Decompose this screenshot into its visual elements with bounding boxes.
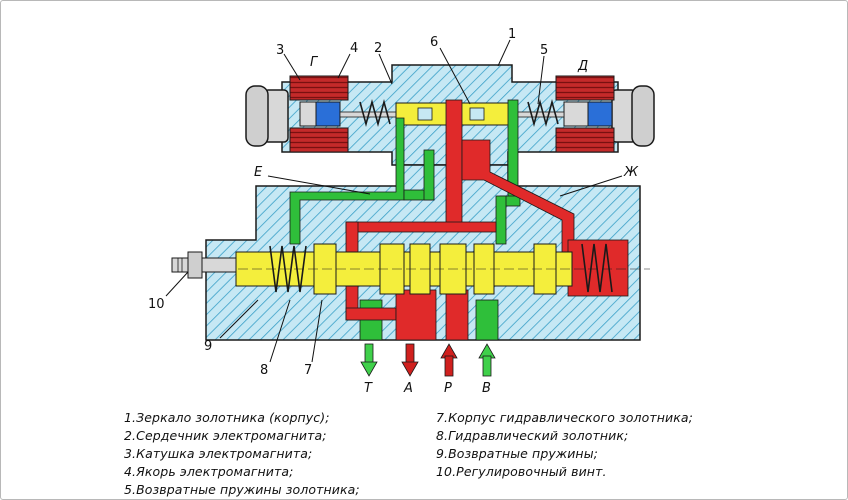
- label-e: Е: [254, 165, 263, 180]
- leader-lines: [165, 39, 623, 363]
- pilot-springs: [359, 98, 559, 128]
- label-port-p: P: [444, 381, 452, 396]
- right-coil: [555, 75, 615, 153]
- label-10: 10: [148, 297, 165, 312]
- label-g: Г: [310, 55, 319, 70]
- adjusting-screw: [171, 251, 237, 279]
- callout-labels: 1 2 3 4 5 6 7 8 9 10 Г Д Е Ж T A P B: [148, 27, 639, 396]
- port-arrows: [360, 343, 496, 377]
- arrow-b: [478, 343, 496, 377]
- main-springs: [269, 243, 613, 293]
- label-9: 9: [204, 339, 212, 354]
- arrow-t: [360, 343, 378, 377]
- label-5: 5: [540, 43, 548, 58]
- label-6: 6: [430, 35, 438, 50]
- label-port-a: A: [403, 381, 413, 396]
- label-zh: Ж: [623, 165, 639, 180]
- label-4: 4: [350, 41, 358, 56]
- label-8: 8: [260, 363, 268, 378]
- arrow-p: [440, 343, 458, 377]
- label-1: 1: [508, 27, 516, 42]
- label-7: 7: [304, 363, 312, 378]
- label-2: 2: [374, 41, 382, 56]
- label-d: Д: [577, 59, 588, 74]
- left-armature: [299, 101, 341, 127]
- arrow-a: [401, 343, 419, 377]
- label-port-b: B: [482, 381, 491, 396]
- left-end-cap: [245, 85, 289, 147]
- label-port-t: T: [364, 381, 373, 396]
- right-end-cap: [611, 85, 655, 147]
- label-3: 3: [276, 43, 284, 58]
- right-armature: [563, 101, 613, 127]
